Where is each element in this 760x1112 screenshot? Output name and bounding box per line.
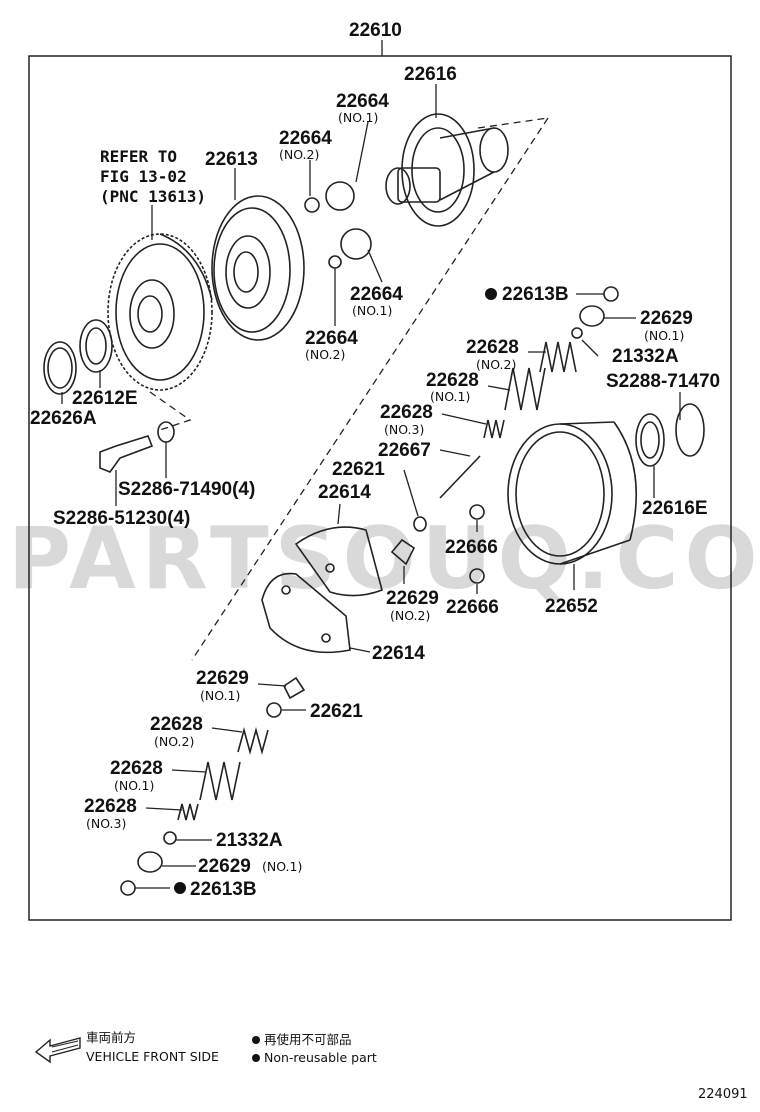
label-22621-bot: 22621 <box>310 701 363 722</box>
watermark: PARTSOUQ.COM <box>8 509 760 609</box>
label-22628-no1-bot-sub: (NO.1) <box>114 778 154 793</box>
label-22628-no3-bot-sub: (NO.3) <box>86 816 126 831</box>
label-22652: 22652 <box>545 596 598 617</box>
label-22664-no1-top-sub: (NO.1) <box>338 110 378 125</box>
label-22667: 22667 <box>378 440 431 461</box>
legend-nonreuse-en: Non-reusable part <box>264 1050 377 1065</box>
label-22613B-top: 22613B <box>502 284 569 305</box>
figure-id: 224091 <box>698 1087 748 1102</box>
hub-flange <box>385 113 509 227</box>
drum <box>507 421 638 565</box>
legend-front-en: VEHICLE FRONT SIDE <box>86 1049 219 1064</box>
label-22629-no2-sub: (NO.2) <box>390 608 430 623</box>
vehicle-front-arrow-icon <box>34 1037 81 1064</box>
legend-front-jp: 車両前方 <box>86 1030 136 1045</box>
label-22628-no2-bot: 22628 <box>150 714 203 735</box>
timing-gear <box>107 233 213 391</box>
label-22628-no3-top: 22628 <box>380 402 433 423</box>
label-22629-no2: 22629 <box>386 588 439 609</box>
non-reusable-dot-bottom <box>174 882 186 894</box>
label-22629-no1-top-sub: (NO.1) <box>644 328 684 343</box>
label-22628-no1-bot: 22628 <box>110 758 163 779</box>
label-21332A-top: 21332A <box>612 346 679 367</box>
label-22621-top: 22621 <box>332 459 385 480</box>
label-22664-no1-top: 22664 <box>336 91 389 112</box>
label-22664-no2-top: 22664 <box>279 128 332 149</box>
label-22664-no1-mid: 22664 <box>350 284 403 305</box>
label-S2288-71470: S2288-71470 <box>606 371 720 392</box>
label-22629-no1-top: 22629 <box>640 308 693 329</box>
label-22664-no2-mid: 22664 <box>305 328 358 349</box>
assembly-frame <box>28 55 732 921</box>
label-22628-no1-top: 22628 <box>426 370 479 391</box>
label-22613: 22613 <box>205 149 258 170</box>
label-22616: 22616 <box>404 64 457 85</box>
label-22628-no1-top-sub: (NO.1) <box>430 389 470 404</box>
label-22616E: 22616E <box>642 498 708 519</box>
label-S2286-51230: S2286-51230(4) <box>53 508 190 529</box>
label-22629-no1-last: 22629 <box>198 856 251 877</box>
label-22613B-bot: 22613B <box>190 879 257 900</box>
label-22614-top: 22614 <box>318 482 371 503</box>
label-22629-no1-bot-sub: (NO.1) <box>200 688 240 703</box>
legend-dot-jp <box>252 1036 260 1044</box>
label-22628-no2-top: 22628 <box>466 337 519 358</box>
label-22612E: 22612E <box>72 388 138 409</box>
label-22628-no3-bot: 22628 <box>84 796 137 817</box>
reference-note-line3: (PNC 13613) <box>100 187 206 206</box>
label-22629-no1-last-sub: (NO.1) <box>262 859 302 874</box>
label-22666-b: 22666 <box>446 597 499 618</box>
label-22614-bot: 22614 <box>372 643 425 664</box>
non-reusable-dot-top <box>485 288 497 300</box>
legend-nonreuse-jp: 再使用不可部品 <box>264 1032 352 1047</box>
label-22664-no1-mid-sub: (NO.1) <box>352 303 392 318</box>
label-22666-a: 22666 <box>445 537 498 558</box>
reference-note-line2: FIG 13-02 <box>100 167 187 186</box>
label-S2286-71490: S2286-71490(4) <box>118 479 255 500</box>
label-22664-no2-top-sub: (NO.2) <box>279 147 319 162</box>
label-22628-no2-bot-sub: (NO.2) <box>154 734 194 749</box>
assembly-number: 22610 <box>349 20 402 41</box>
reference-note-line1: REFER TO <box>100 147 177 166</box>
label-22628-no2-top-sub: (NO.2) <box>476 357 516 372</box>
label-22629-no1-bot: 22629 <box>196 668 249 689</box>
label-21332A-bot: 21332A <box>216 830 283 851</box>
legend-dot-en <box>252 1054 260 1062</box>
gear-plate <box>211 195 305 341</box>
governor-weights <box>261 526 383 654</box>
label-22626A: 22626A <box>30 408 97 429</box>
label-22628-no3-top-sub: (NO.3) <box>384 422 424 437</box>
label-22664-no2-mid-sub: (NO.2) <box>305 347 345 362</box>
